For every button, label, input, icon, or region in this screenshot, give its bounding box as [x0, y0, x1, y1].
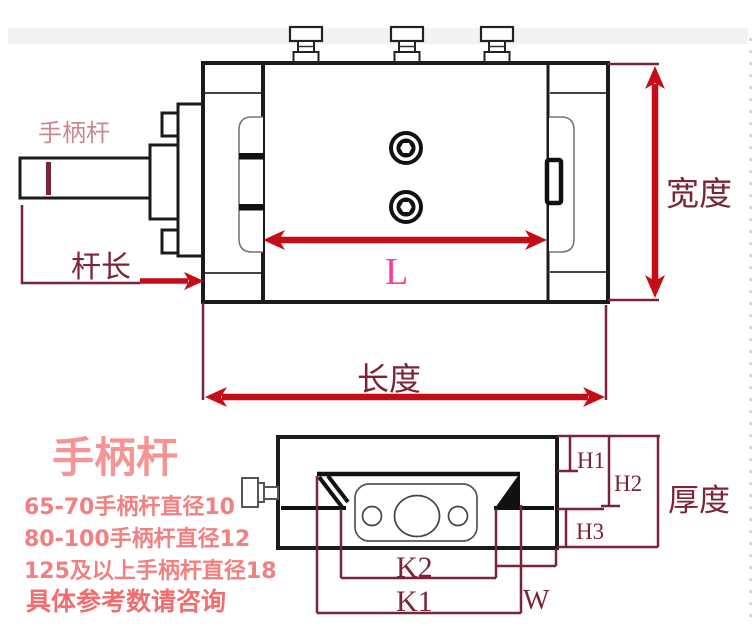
- hex-socket-icon: [396, 199, 416, 215]
- width-arrowhead-top-icon: [645, 66, 665, 89]
- width-label: 宽度: [666, 174, 732, 213]
- top-screw-3: [479, 25, 515, 63]
- hex-bolt-top: [389, 131, 423, 165]
- right-jaw-catch: [544, 157, 564, 206]
- top-screw-1: [288, 25, 324, 63]
- notes-heading: 手柄杆: [52, 433, 178, 482]
- length-label: 长度: [357, 360, 421, 398]
- h3-label: H3: [576, 519, 604, 544]
- note-spec-125-plus: 125及以上手柄杆直径18: [24, 558, 277, 584]
- hex-socket-icon: [396, 140, 416, 156]
- handle-rod-label: 手柄杆: [38, 119, 110, 147]
- side-view-dimension-labels: H1 H2 H3 厚度 K2 K1 W: [396, 448, 730, 618]
- top-view-dimensions: 手柄杆 杆长 L 宽度 长度: [20, 62, 732, 407]
- rod-length-extension-line: [20, 205, 140, 285]
- right-dovetail-wedge: [495, 473, 520, 508]
- l-arrowhead-right-icon: [525, 230, 547, 250]
- w-label: W: [523, 585, 550, 616]
- top-view: [18, 25, 610, 304]
- k2-label: K2: [396, 551, 433, 584]
- top-screw-2: [389, 25, 425, 63]
- plate-hole-right: [447, 505, 469, 527]
- mount-flange: [176, 102, 206, 258]
- hub-lug-bottom: [160, 228, 180, 255]
- watermark-band: [8, 28, 748, 44]
- rod-length-label: 杆长: [71, 250, 131, 285]
- k1-label: K1: [396, 585, 433, 618]
- note-consult: 具体参考数请咨询: [26, 587, 226, 616]
- note-spec-80-100: 80-100手柄杆直径12: [24, 526, 250, 552]
- hub-lug-top: [160, 111, 180, 138]
- left-jaw-bar-bottom: [239, 204, 264, 211]
- left-dovetail-wedge-inner: [326, 474, 350, 504]
- l-arrowhead-left-icon: [263, 230, 285, 250]
- hex-bolt-bottom: [389, 190, 423, 224]
- thickness-label: 厚度: [668, 483, 730, 519]
- handle-hub: [148, 143, 180, 221]
- l-dimension-label: L: [385, 251, 408, 293]
- handle-rod-notes: 手柄杆 65-70手柄杆直径10 80-100手柄杆直径12 125及以上手柄杆…: [24, 433, 277, 616]
- plate-hole-left: [361, 505, 383, 527]
- rod-length-arrowhead-icon: [184, 272, 204, 290]
- left-jaw-slot: [238, 116, 263, 253]
- length-arrowhead-left-icon: [205, 387, 227, 407]
- length-arrowhead-right-icon: [583, 387, 605, 407]
- body-outline: [201, 61, 610, 304]
- h2-label: H2: [614, 471, 642, 496]
- h1-label: H1: [577, 448, 605, 473]
- handle-rod: [18, 156, 152, 200]
- side-view-dimensions: [315, 434, 660, 615]
- width-arrowhead-bottom-icon: [645, 275, 665, 298]
- plate-center-bore: [393, 494, 441, 538]
- note-spec-65-70: 65-70手柄杆直径10: [24, 494, 235, 520]
- left-jaw-bar-top: [239, 153, 264, 160]
- handle-rod-tick: [46, 162, 51, 195]
- side-view: [241, 435, 559, 550]
- left-dovetail-wedge-outer: [317, 475, 344, 509]
- side-knob: [241, 477, 279, 508]
